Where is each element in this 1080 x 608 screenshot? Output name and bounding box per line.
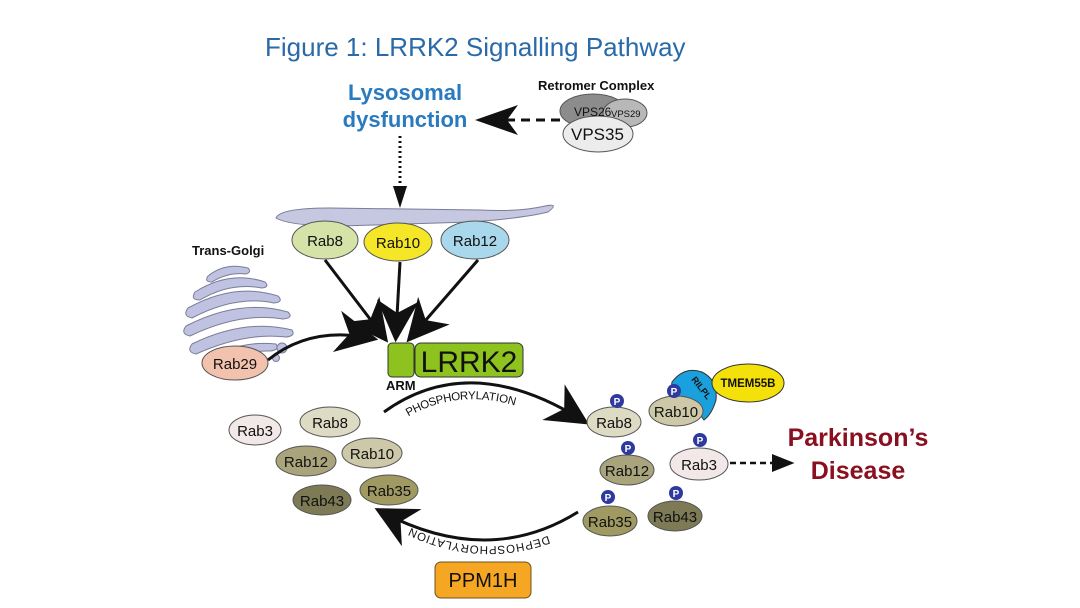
- rab3-phos-label: Rab3: [681, 457, 717, 474]
- rab35-phos: [582, 505, 638, 537]
- arm-domain: [387, 342, 415, 378]
- rab8-to-lrrk2-arrow: [323, 259, 389, 343]
- rab10-unphos: [341, 437, 403, 469]
- rab12-phos-label: Rab12: [605, 463, 649, 480]
- disease-label-line1: Parkinson’s: [788, 424, 929, 452]
- svg-text:P: P: [605, 493, 612, 504]
- rab8-unphos: [299, 406, 361, 438]
- rab8-phos-label: Rab8: [596, 415, 632, 432]
- rab43-phos-label: Rab43: [653, 509, 697, 526]
- rab43-unphos: [292, 484, 352, 516]
- rab29-to-lrrk2-arrow: [267, 310, 379, 362]
- arrowhead-icon: [393, 186, 407, 208]
- rab12-unphos-label: Rab12: [284, 454, 328, 471]
- phosphorylation-arrow: [383, 381, 590, 425]
- svg-text:P: P: [625, 444, 632, 455]
- rab12-unphos: [275, 445, 337, 477]
- rab10-unphos-label: Rab10: [350, 446, 394, 463]
- golgi-apparatus: [183, 265, 294, 369]
- rab10-membrane-label: Rab10: [376, 235, 420, 252]
- rab8-membrane-label: Rab8: [307, 233, 343, 250]
- tmem55b-protein: [711, 363, 785, 403]
- rab35-unphos: [359, 474, 419, 506]
- phosphorylation-label: PHOSPHORYLATION: [404, 390, 518, 419]
- vps35-label: VPS35: [571, 125, 624, 144]
- rab3-phos: [669, 447, 729, 481]
- vps35-subunit: [562, 115, 634, 153]
- lrrk2-label: LRRK2: [421, 346, 518, 379]
- rab10-to-lrrk2-arrow: [376, 261, 419, 343]
- rab29-label: Rab29: [213, 356, 257, 373]
- rab29-golgi: [201, 345, 269, 381]
- phospho-icon: P: [667, 384, 681, 398]
- rab12-phos: [599, 454, 655, 486]
- lysosomal-label-line2: dysfunction: [343, 107, 468, 132]
- trans-golgi-label: Trans-Golgi: [192, 243, 264, 258]
- svg-text:P: P: [697, 436, 704, 447]
- vps29-label: VPS29: [611, 109, 641, 120]
- ppm1h-label: PPM1H: [449, 570, 518, 592]
- lysosomal-label-line1: Lysosomal: [348, 80, 462, 105]
- arm-label: ARM: [386, 378, 416, 393]
- phospho-icon: P: [669, 486, 683, 500]
- rab12-membrane: [440, 220, 510, 260]
- rab43-unphos-label: Rab43: [300, 493, 344, 510]
- svg-text:P: P: [673, 489, 680, 500]
- phospho-icon: P: [601, 490, 615, 504]
- tmem55b-label: TMEM55B: [721, 378, 776, 390]
- unphosphorylated-rabs: Rab3 Rab8 Rab12 Rab10 Rab43 Rab35: [228, 406, 419, 516]
- rab10-phos-label: Rab10: [654, 404, 698, 421]
- phospho-icon: P: [621, 441, 635, 455]
- svg-text:P: P: [671, 387, 678, 398]
- disease-label-line2: Disease: [811, 457, 906, 485]
- rab12-to-lrrk2-arrow: [406, 259, 480, 343]
- retromer-complex: VPS26 VPS29 VPS35: [559, 93, 648, 153]
- rab10-membrane: [363, 222, 433, 262]
- rab12-membrane-label: Rab12: [453, 233, 497, 250]
- rab3-unphos-label: Rab3: [237, 423, 273, 440]
- svg-text:P: P: [614, 397, 621, 408]
- phospho-icon: P: [610, 394, 624, 408]
- lrrk2-kinase-box: [414, 342, 524, 378]
- rab35-unphos-label: Rab35: [367, 483, 411, 500]
- phospho-icon: P: [693, 433, 707, 447]
- arrowhead-icon: [475, 105, 518, 135]
- figure-title: Figure 1: LRRK2 Signalling Pathway: [265, 32, 686, 62]
- dephosphorylation-arrow: [374, 508, 579, 547]
- ppm1h-box: [434, 561, 532, 599]
- phosphorylated-rabs: RILPL TMEM55B Rab8 Rab10 Rab12 Rab3 Rab3…: [582, 363, 785, 537]
- retromer-label: Retromer Complex: [538, 78, 655, 93]
- rab43-phos: [647, 500, 703, 532]
- rab35-phos-label: Rab35: [588, 514, 632, 531]
- rab3-unphos: [228, 414, 282, 446]
- vps26-label: VPS26: [574, 105, 612, 119]
- rab8-unphos-label: Rab8: [312, 415, 348, 432]
- rab8-membrane: [291, 220, 359, 260]
